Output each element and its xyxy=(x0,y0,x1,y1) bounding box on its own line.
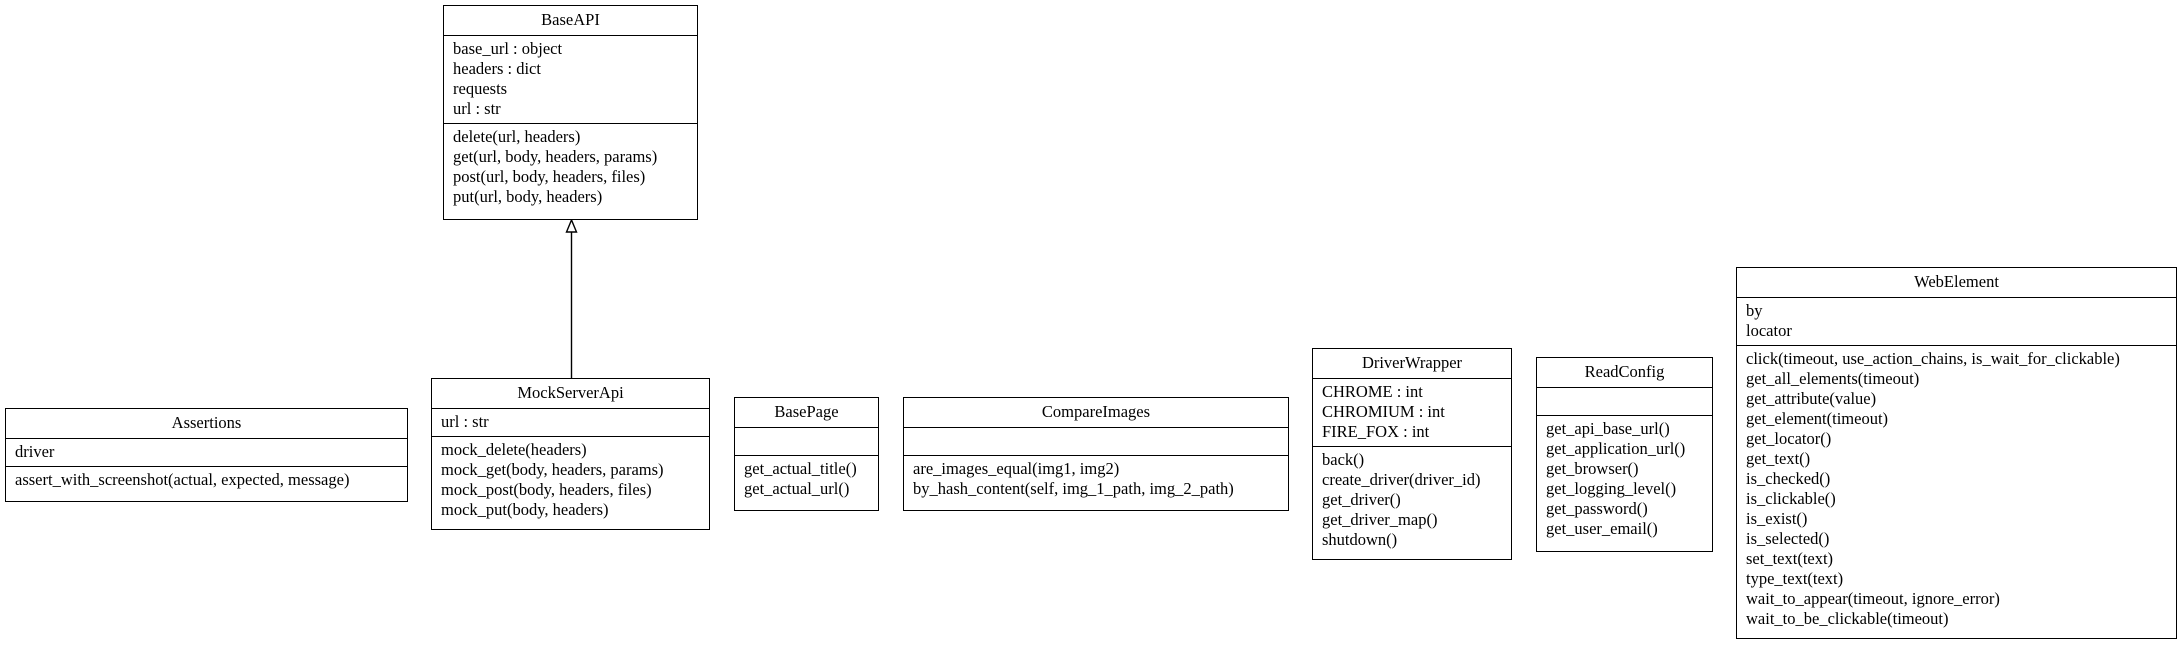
method: get_all_elements(timeout) xyxy=(1746,369,1920,388)
attribute: base_url : object xyxy=(453,39,563,58)
method: get_driver_map() xyxy=(1322,510,1438,529)
method: delete(url, headers) xyxy=(453,127,581,146)
attributes-compartment xyxy=(735,427,878,455)
class-name: WebElement xyxy=(1914,272,1999,291)
method: get_actual_title() xyxy=(744,459,857,478)
attributes-compartment: url : str xyxy=(432,408,709,436)
method: type_text(text) xyxy=(1746,569,1844,588)
method: is_exist() xyxy=(1746,509,1808,528)
class-name: DriverWrapper xyxy=(1361,353,1463,372)
methods-compartment: delete(url, headers)get(url, body, heade… xyxy=(444,123,697,219)
class-box-compareimages: CompareImages are_images_equal(img1, img2… xyxy=(903,397,1289,511)
methods-compartment: back()create_driver(driver_id)get_driver… xyxy=(1313,446,1511,559)
methods-compartment: assert_with_screenshot(actual, expected,… xyxy=(6,466,407,501)
class-name: ReadConfig xyxy=(1584,362,1665,381)
method: shutdown() xyxy=(1322,530,1398,549)
method: wait_to_be_clickable(timeout) xyxy=(1746,609,1949,628)
method: mock_post(body, headers, files) xyxy=(441,480,652,499)
attribute: url : str xyxy=(441,412,489,431)
methods-compartment: get_actual_title()get_actual_url() xyxy=(735,455,878,510)
method: assert_with_screenshot(actual, expected,… xyxy=(15,470,350,489)
method: get_locator() xyxy=(1746,429,1832,448)
attribute: driver xyxy=(15,442,55,461)
methods-compartment: mock_delete(headers)mock_get(body, heade… xyxy=(432,436,709,529)
attributes-compartment xyxy=(1537,387,1712,415)
method: get_api_base_url() xyxy=(1546,419,1670,438)
method: set_text(text) xyxy=(1746,549,1834,568)
method: get_element(timeout) xyxy=(1746,409,1889,428)
method: get_logging_level() xyxy=(1546,479,1677,498)
method: is_checked() xyxy=(1746,469,1831,488)
method: click(timeout, use_action_chains, is_wai… xyxy=(1746,349,2120,368)
methods-compartment: get_api_base_url()get_application_url()g… xyxy=(1537,415,1712,551)
class-name: MockServerApi xyxy=(517,383,624,402)
method: is_selected() xyxy=(1746,529,1830,548)
method: get(url, body, headers, params) xyxy=(453,147,658,166)
class-box-readconfig: ReadConfig get_api_base_url()get_applicat… xyxy=(1536,357,1713,552)
method: put(url, body, headers) xyxy=(453,187,603,206)
method: wait_to_appear(timeout, ignore_error) xyxy=(1746,589,2000,608)
attributes-compartment xyxy=(904,427,1288,455)
attribute: locator xyxy=(1746,321,1792,340)
method: get_password() xyxy=(1546,499,1648,518)
attribute: requests xyxy=(453,79,508,98)
method: by_hash_content(self, img_1_path, img_2_… xyxy=(913,479,1234,498)
attributes-compartment: driver xyxy=(6,438,407,466)
attribute: headers : dict xyxy=(453,59,541,78)
method: mock_delete(headers) xyxy=(441,440,587,459)
method: get_driver() xyxy=(1322,490,1401,509)
method: get_application_url() xyxy=(1546,439,1686,458)
class-name: Assertions xyxy=(171,413,242,432)
method: get_browser() xyxy=(1546,459,1639,478)
class-name: CompareImages xyxy=(1041,402,1151,421)
methods-compartment: are_images_equal(img1, img2)by_hash_cont… xyxy=(904,455,1288,510)
class-box-mockserverapi: MockServerApi url : str mock_delete(header… xyxy=(431,378,710,530)
method: get_attribute(value) xyxy=(1746,389,1877,408)
attribute: CHROME : int xyxy=(1322,382,1423,401)
method: post(url, body, headers, files) xyxy=(453,167,646,186)
inheritance-arrowhead xyxy=(565,218,578,233)
method: mock_get(body, headers, params) xyxy=(441,460,664,479)
methods-compartment: click(timeout, use_action_chains, is_wai… xyxy=(1737,345,2176,638)
class-name: BasePage xyxy=(774,402,839,421)
method: is_clickable() xyxy=(1746,489,1836,508)
class-box-basepage: BasePage get_actual_title()get_actual_url… xyxy=(734,397,879,511)
attribute: url : str xyxy=(453,99,501,118)
attribute: by xyxy=(1746,301,1763,320)
attribute: CHROMIUM : int xyxy=(1322,402,1445,421)
method: get_actual_url() xyxy=(744,479,850,498)
method: get_user_email() xyxy=(1546,519,1658,538)
method: are_images_equal(img1, img2) xyxy=(913,459,1120,478)
attribute: FIRE_FOX : int xyxy=(1322,422,1430,441)
method: back() xyxy=(1322,450,1365,469)
class-name: BaseAPI xyxy=(541,10,600,29)
method: create_driver(driver_id) xyxy=(1322,470,1481,489)
method: mock_put(body, headers) xyxy=(441,500,609,519)
class-box-assertions: Assertions driver assert_with_screenshot(a… xyxy=(5,408,408,502)
method: get_text() xyxy=(1746,449,1811,468)
